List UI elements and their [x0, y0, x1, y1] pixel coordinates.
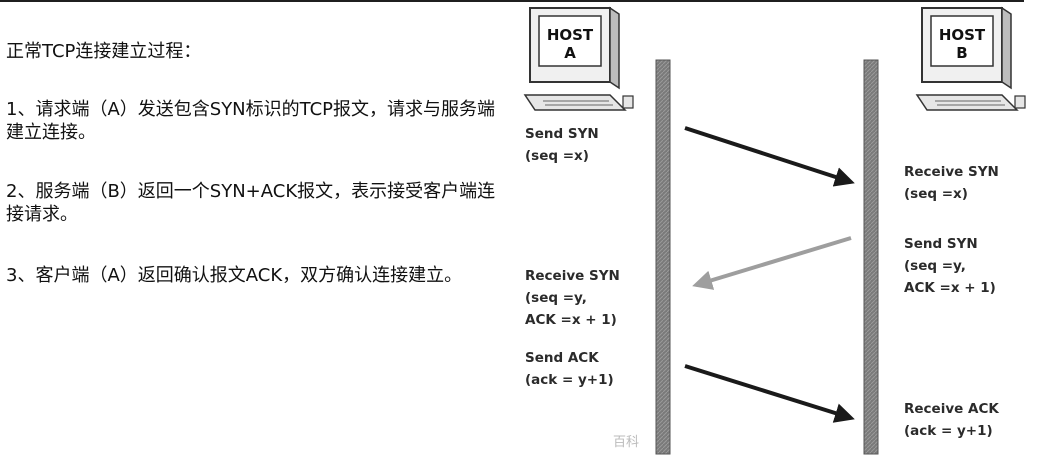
- event-line: Receive ACK: [904, 401, 999, 417]
- step-1-text: 1、请求端（A）发送包含SYN标识的TCP报文，请求与服务端建立连接。: [6, 99, 496, 143]
- event-line: ACK =x + 1): [525, 312, 617, 328]
- host-a-event-send-syn: Send SYN (seq =x): [525, 126, 599, 164]
- host-b-event-receive-ack: Receive ACK (ack = y+1): [904, 401, 999, 439]
- step-2-text: 2、服务端（B）返回一个SYN+ACK报文，表示接受客户端连接请求。: [6, 181, 496, 225]
- event-line: (seq =x): [525, 148, 589, 164]
- tcp-handshake-diagram: HOST A HOST B Send SYN (seq =x) Receive …: [523, 6, 1026, 455]
- host-b-timeline: [863, 59, 879, 455]
- event-line: Send ACK: [525, 350, 599, 366]
- event-line: Send SYN: [525, 126, 599, 142]
- host-a-event-send-ack: Send ACK (ack = y+1): [525, 350, 614, 388]
- host-b-label-line1: HOST: [939, 26, 986, 44]
- host-b-event-receive-syn: Receive SYN (seq =x): [904, 164, 999, 202]
- event-line: (seq =y,: [904, 258, 966, 274]
- event-line: Receive SYN: [525, 268, 620, 284]
- event-line: (ack = y+1): [525, 372, 614, 388]
- arrow-syn: [684, 126, 855, 187]
- event-line: (ack = y+1): [904, 423, 993, 439]
- host-b-computer-icon: HOST B: [915, 6, 1026, 111]
- step-3-text: 3、客户端（A）返回确认报文ACK，双方确认连接建立。: [6, 265, 463, 286]
- event-line: Receive SYN: [904, 164, 999, 180]
- event-line: (seq =y,: [525, 290, 587, 306]
- watermark: 百科: [613, 435, 639, 450]
- host-a-label-line2: A: [564, 44, 576, 62]
- arrow-ack: [684, 364, 855, 423]
- event-line: (seq =x): [904, 186, 968, 202]
- host-b-event-send-syn: Send SYN (seq =y, ACK =x + 1): [904, 236, 996, 296]
- host-b-label-line2: B: [956, 44, 967, 62]
- description-title: 正常TCP连接建立过程：: [6, 41, 202, 62]
- host-a-computer-icon: HOST A: [523, 6, 634, 111]
- event-line: Send SYN: [904, 236, 978, 252]
- host-a-label-line1: HOST: [547, 26, 594, 44]
- host-a-timeline: [655, 59, 671, 455]
- top-rule: [0, 0, 1024, 2]
- event-line: ACK =x + 1): [904, 280, 996, 296]
- host-a-event-receive-syn: Receive SYN (seq =y, ACK =x + 1): [525, 268, 620, 328]
- arrow-syn-ack: [692, 236, 852, 290]
